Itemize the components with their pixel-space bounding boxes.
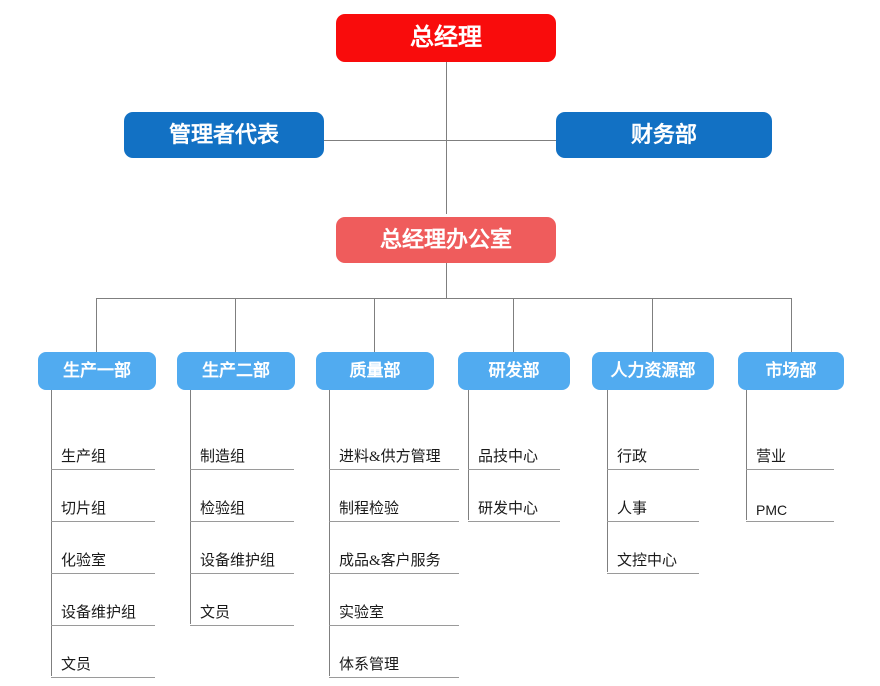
list-item[interactable]: 进料&供方管理 bbox=[329, 418, 459, 470]
node-finance-department[interactable]: 财务部 bbox=[556, 112, 772, 158]
connector-dept-6-stem bbox=[746, 390, 747, 418]
connector-dept-1-stem bbox=[51, 390, 52, 418]
sublist-spine bbox=[51, 418, 52, 676]
list-item[interactable]: 检验组 bbox=[190, 470, 294, 522]
list-item[interactable]: 营业 bbox=[746, 418, 834, 470]
list-item[interactable]: 文员 bbox=[51, 626, 155, 678]
connector-bus-to-dept-3 bbox=[374, 298, 375, 352]
list-item[interactable]: 生产组 bbox=[51, 418, 155, 470]
list-item[interactable]: 制造组 bbox=[190, 418, 294, 470]
list-item[interactable]: 文控中心 bbox=[607, 522, 699, 574]
list-item[interactable]: 品技中心 bbox=[468, 418, 560, 470]
node-general-manager[interactable]: 总经理 bbox=[336, 14, 556, 62]
list-item[interactable]: 人事 bbox=[607, 470, 699, 522]
list-item[interactable]: 设备维护组 bbox=[190, 522, 294, 574]
connector-department-bus bbox=[96, 298, 792, 299]
connector-bus-to-dept-4 bbox=[513, 298, 514, 352]
list-item[interactable]: 文员 bbox=[190, 574, 294, 626]
connector-dept-4-stem bbox=[468, 390, 469, 418]
list-item[interactable]: 实验室 bbox=[329, 574, 459, 626]
connector-dept-2-stem bbox=[190, 390, 191, 418]
node-department-rd[interactable]: 研发部 bbox=[458, 352, 570, 390]
connector-bus-to-dept-2 bbox=[235, 298, 236, 352]
sublist-spine bbox=[329, 418, 330, 676]
node-department-quality[interactable]: 质量部 bbox=[316, 352, 434, 390]
list-item[interactable]: 行政 bbox=[607, 418, 699, 470]
connector-dept-5-stem bbox=[607, 390, 608, 418]
node-management-representative[interactable]: 管理者代表 bbox=[124, 112, 324, 158]
list-item[interactable]: 体系管理 bbox=[329, 626, 459, 678]
node-department-production-two[interactable]: 生产二部 bbox=[177, 352, 295, 390]
connector-root-to-office bbox=[446, 62, 447, 214]
connector-bus-to-dept-6 bbox=[791, 298, 792, 352]
list-item[interactable]: PMC bbox=[746, 470, 834, 522]
node-gm-office[interactable]: 总经理办公室 bbox=[336, 217, 556, 263]
list-item[interactable]: 设备维护组 bbox=[51, 574, 155, 626]
node-department-production-one[interactable]: 生产一部 bbox=[38, 352, 156, 390]
connector-dept-3-stem bbox=[329, 390, 330, 418]
node-department-hr[interactable]: 人力资源部 bbox=[592, 352, 714, 390]
list-item[interactable]: 研发中心 bbox=[468, 470, 560, 522]
list-item[interactable]: 化验室 bbox=[51, 522, 155, 574]
node-department-marketing[interactable]: 市场部 bbox=[738, 352, 844, 390]
connector-staff-bus bbox=[324, 140, 568, 141]
connector-bus-to-dept-5 bbox=[652, 298, 653, 352]
list-item[interactable]: 成品&客户服务 bbox=[329, 522, 459, 574]
connector-bus-to-dept-1 bbox=[96, 298, 97, 352]
list-item[interactable]: 切片组 bbox=[51, 470, 155, 522]
connector-office-drop bbox=[446, 263, 447, 298]
sublist-spine bbox=[607, 418, 608, 572]
list-item[interactable]: 制程检验 bbox=[329, 470, 459, 522]
